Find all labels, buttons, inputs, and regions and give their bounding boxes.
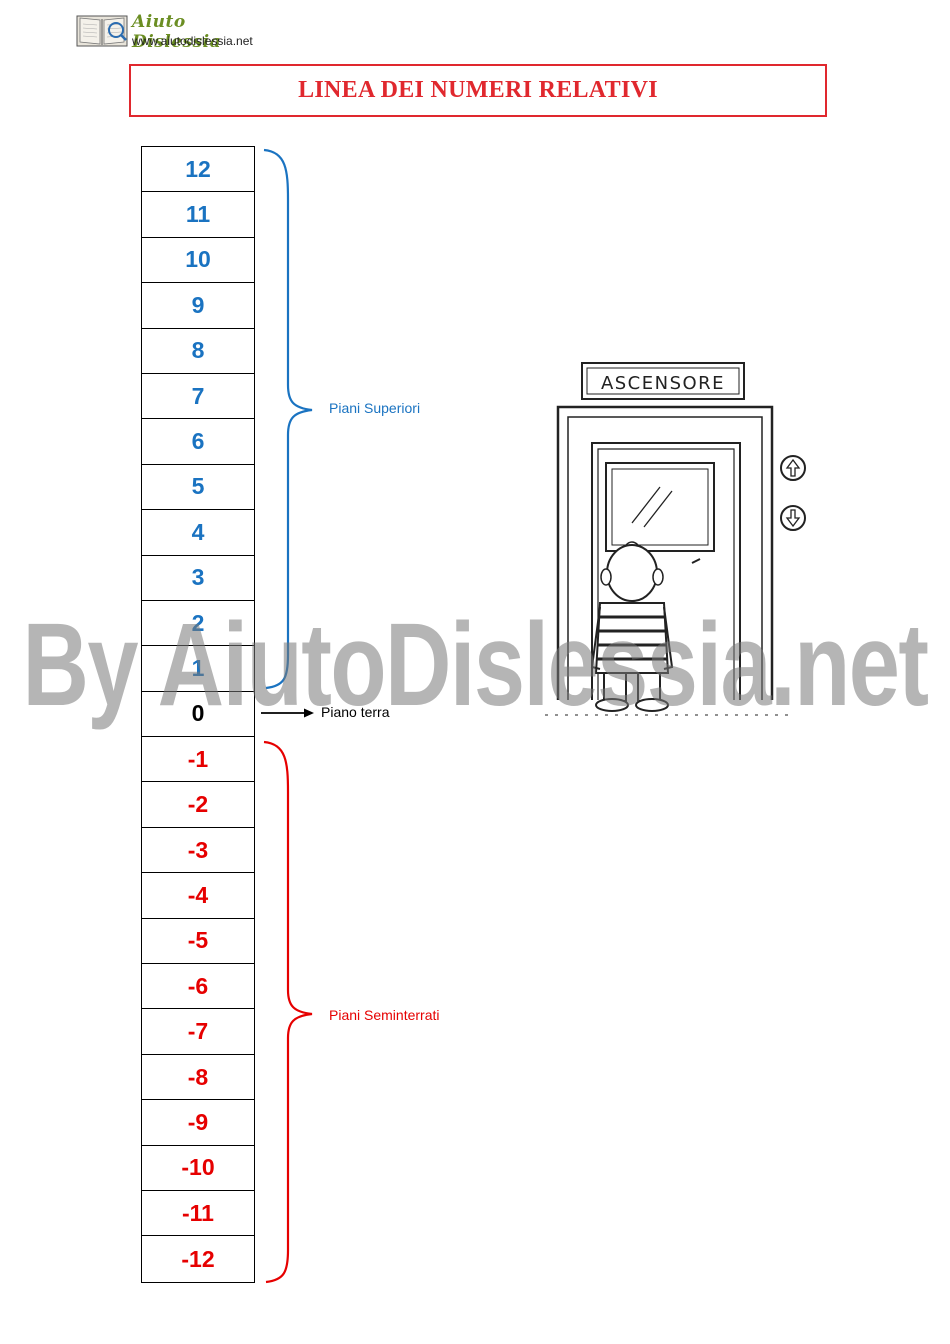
- number-cell: -3: [142, 828, 254, 874]
- elevator-sign-text: ASCENSORE: [601, 373, 725, 394]
- elevator-illustration: ASCENSORE: [545, 362, 806, 716]
- number-cell: 1: [142, 646, 254, 692]
- number-cell: 7: [142, 374, 254, 420]
- number-cell: 12: [142, 147, 254, 193]
- number-cell: 2: [142, 601, 254, 647]
- title-box: LINEA DEI NUMERI RELATIVI: [129, 64, 827, 117]
- number-cell: -2: [142, 782, 254, 828]
- number-cell: -12: [181, 1245, 215, 1272]
- page-title: LINEA DEI NUMERI RELATIVI: [298, 77, 658, 103]
- number-cell: -1: [142, 737, 254, 783]
- logo-title: Aiuto Dislessia: [132, 12, 222, 52]
- number-cell: -5: [142, 919, 254, 965]
- number-cell: -6: [142, 964, 254, 1010]
- number-cell: 10: [142, 238, 254, 284]
- number-cell: 6: [142, 419, 254, 465]
- number-cell: -10: [142, 1146, 254, 1191]
- number-cell: -4: [142, 873, 254, 919]
- label-upper-floors: Piani Superiori: [329, 400, 421, 416]
- number-cell: -9: [142, 1100, 254, 1146]
- logo-url: www.aiutodislessia.net: [132, 34, 253, 48]
- number-cell: 11: [142, 192, 254, 238]
- number-cell: 4: [142, 510, 254, 556]
- arrow-head-icon: [304, 708, 314, 718]
- number-cell: 5: [142, 465, 254, 511]
- label-ground-floor: Piano terra: [321, 704, 390, 720]
- book-icon: [76, 15, 128, 47]
- number-cell: 8: [142, 329, 254, 374]
- number-cell: -7: [142, 1009, 254, 1055]
- number-cell: -8: [142, 1055, 254, 1101]
- number-line-column: 12 11 10 9 8 7 6 5 4 3 2 1 0 -1 -2 -3 -4…: [141, 146, 255, 1283]
- label-basement-floors: Piani Seminterrati: [329, 1007, 440, 1023]
- site-logo: Aiuto Dislessia www.aiutodislessia.net: [76, 10, 276, 52]
- number-cell: -11: [142, 1191, 254, 1237]
- number-cell-zero: 0: [142, 692, 254, 738]
- upper-brace: [263, 148, 313, 690]
- lower-brace: [263, 740, 313, 1284]
- number-cell: 3: [142, 556, 254, 601]
- number-cell: 9: [142, 283, 254, 329]
